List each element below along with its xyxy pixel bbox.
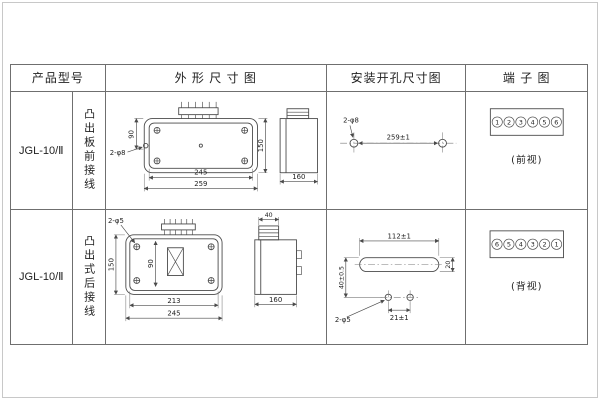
- dim-150: 150: [257, 139, 265, 152]
- terminal-number: 4: [531, 118, 535, 126]
- header-terminal-diagram-label: 端 子 图: [502, 71, 551, 86]
- header-outline-dimensions: 外 形 尺 寸 图: [105, 65, 327, 92]
- install-hole-drawing-front-wiring: 259±1 2-φ8: [340, 116, 457, 154]
- row2-outline-cell: 150 90 2-φ5 213 245 40: [106, 209, 327, 344]
- dim-160: 160: [292, 173, 305, 181]
- terminal-number: 2: [507, 118, 511, 126]
- dim-slot-height: 20: [445, 261, 452, 269]
- row2-model-cell: JGL-10/Ⅱ 凸出式后接线: [11, 209, 106, 344]
- terminal-number: 3: [519, 118, 523, 126]
- header-product-model: 产品型号: [11, 65, 106, 92]
- install-hole-label: 2-φ8: [343, 116, 359, 124]
- dim-90: 90: [147, 259, 155, 268]
- row1-install-cell: 259±1 2-φ8: [326, 91, 467, 210]
- view-label-front: (前视): [512, 153, 543, 166]
- dim-hole-span: 21±1: [390, 314, 409, 322]
- terminal-number: 2: [543, 241, 547, 249]
- header-terminal-diagram: 端 子 图: [466, 65, 587, 92]
- terminal-number: 5: [507, 241, 511, 249]
- row1-model-name: JGL-10/Ⅱ: [19, 144, 64, 157]
- row2-wiring-type: 凸出式后接线: [71, 209, 105, 344]
- dim-height: 40±0.5: [338, 266, 345, 289]
- terminal-number: 4: [519, 241, 523, 249]
- terminal-number: 5: [543, 118, 547, 126]
- header-install-hole-dimensions-label: 安装开孔尺寸图: [350, 71, 442, 86]
- row1-wiring-type: 凸出板前接线: [71, 91, 105, 209]
- header-install-hole-dimensions: 安装开孔尺寸图: [326, 65, 467, 92]
- install-hole-drawing-rear-wiring: 112±1 40±0.5 20 21±1 2-φ5: [335, 232, 455, 324]
- dim-213: 213: [167, 297, 180, 305]
- terminal-diagram-front-view: 1 2 3 4 5 6 (前视): [490, 108, 565, 166]
- dim-slot-width: 112±1: [387, 232, 410, 240]
- dim-259: 259: [194, 180, 207, 188]
- row2-install-cell: 112±1 40±0.5 20 21±1 2-φ5: [327, 209, 467, 344]
- row1-terminal-cell: 1 2 3 4 5 6 (前视): [466, 92, 587, 210]
- dim-40: 40: [264, 212, 272, 219]
- row2-terminal-cell: 6 5 4 3 2 1 (背视): [466, 210, 587, 344]
- install-hole-label: 2-φ5: [335, 316, 351, 324]
- dim-245: 245: [194, 168, 207, 176]
- header-outline-dimensions-label: 外 形 尺 寸 图: [174, 71, 257, 86]
- row1-outline-cell: 90 2-φ8 245 259 150 160: [105, 91, 327, 210]
- product-spec-table: 产品型号 外 形 尺 寸 图 安装开孔尺寸图 端 子 图 JGL-10/Ⅱ 凸出…: [10, 64, 588, 345]
- terminal-number: 1: [496, 118, 500, 126]
- dim-90: 90: [127, 130, 135, 139]
- outline-drawing-front-wiring: 90 2-φ8 245 259 150 160: [109, 101, 318, 192]
- terminal-number: 3: [531, 241, 535, 249]
- dim-span-259: 259±1: [386, 133, 409, 141]
- header-product-model-label: 产品型号: [31, 71, 84, 86]
- terminal-number: 6: [495, 241, 499, 249]
- dim-150: 150: [107, 258, 115, 271]
- terminal-number: 1: [555, 241, 559, 249]
- dim-hole-label: 2-φ8: [109, 149, 125, 157]
- terminal-diagram-rear-view: 6 5 4 3 2 1 (背视): [490, 230, 565, 292]
- row1-model-cell: JGL-10/Ⅱ 凸出板前接线: [11, 91, 106, 210]
- row2-model-name: JGL-10/Ⅱ: [19, 271, 64, 284]
- dim-245: 245: [167, 310, 180, 318]
- view-label-rear: (背视): [511, 279, 543, 292]
- dim-hole-label: 2-φ5: [108, 217, 124, 225]
- outline-drawing-rear-wiring: 150 90 2-φ5 213 245 40: [107, 212, 302, 322]
- terminal-number: 6: [555, 118, 559, 126]
- dim-160: 160: [269, 296, 282, 304]
